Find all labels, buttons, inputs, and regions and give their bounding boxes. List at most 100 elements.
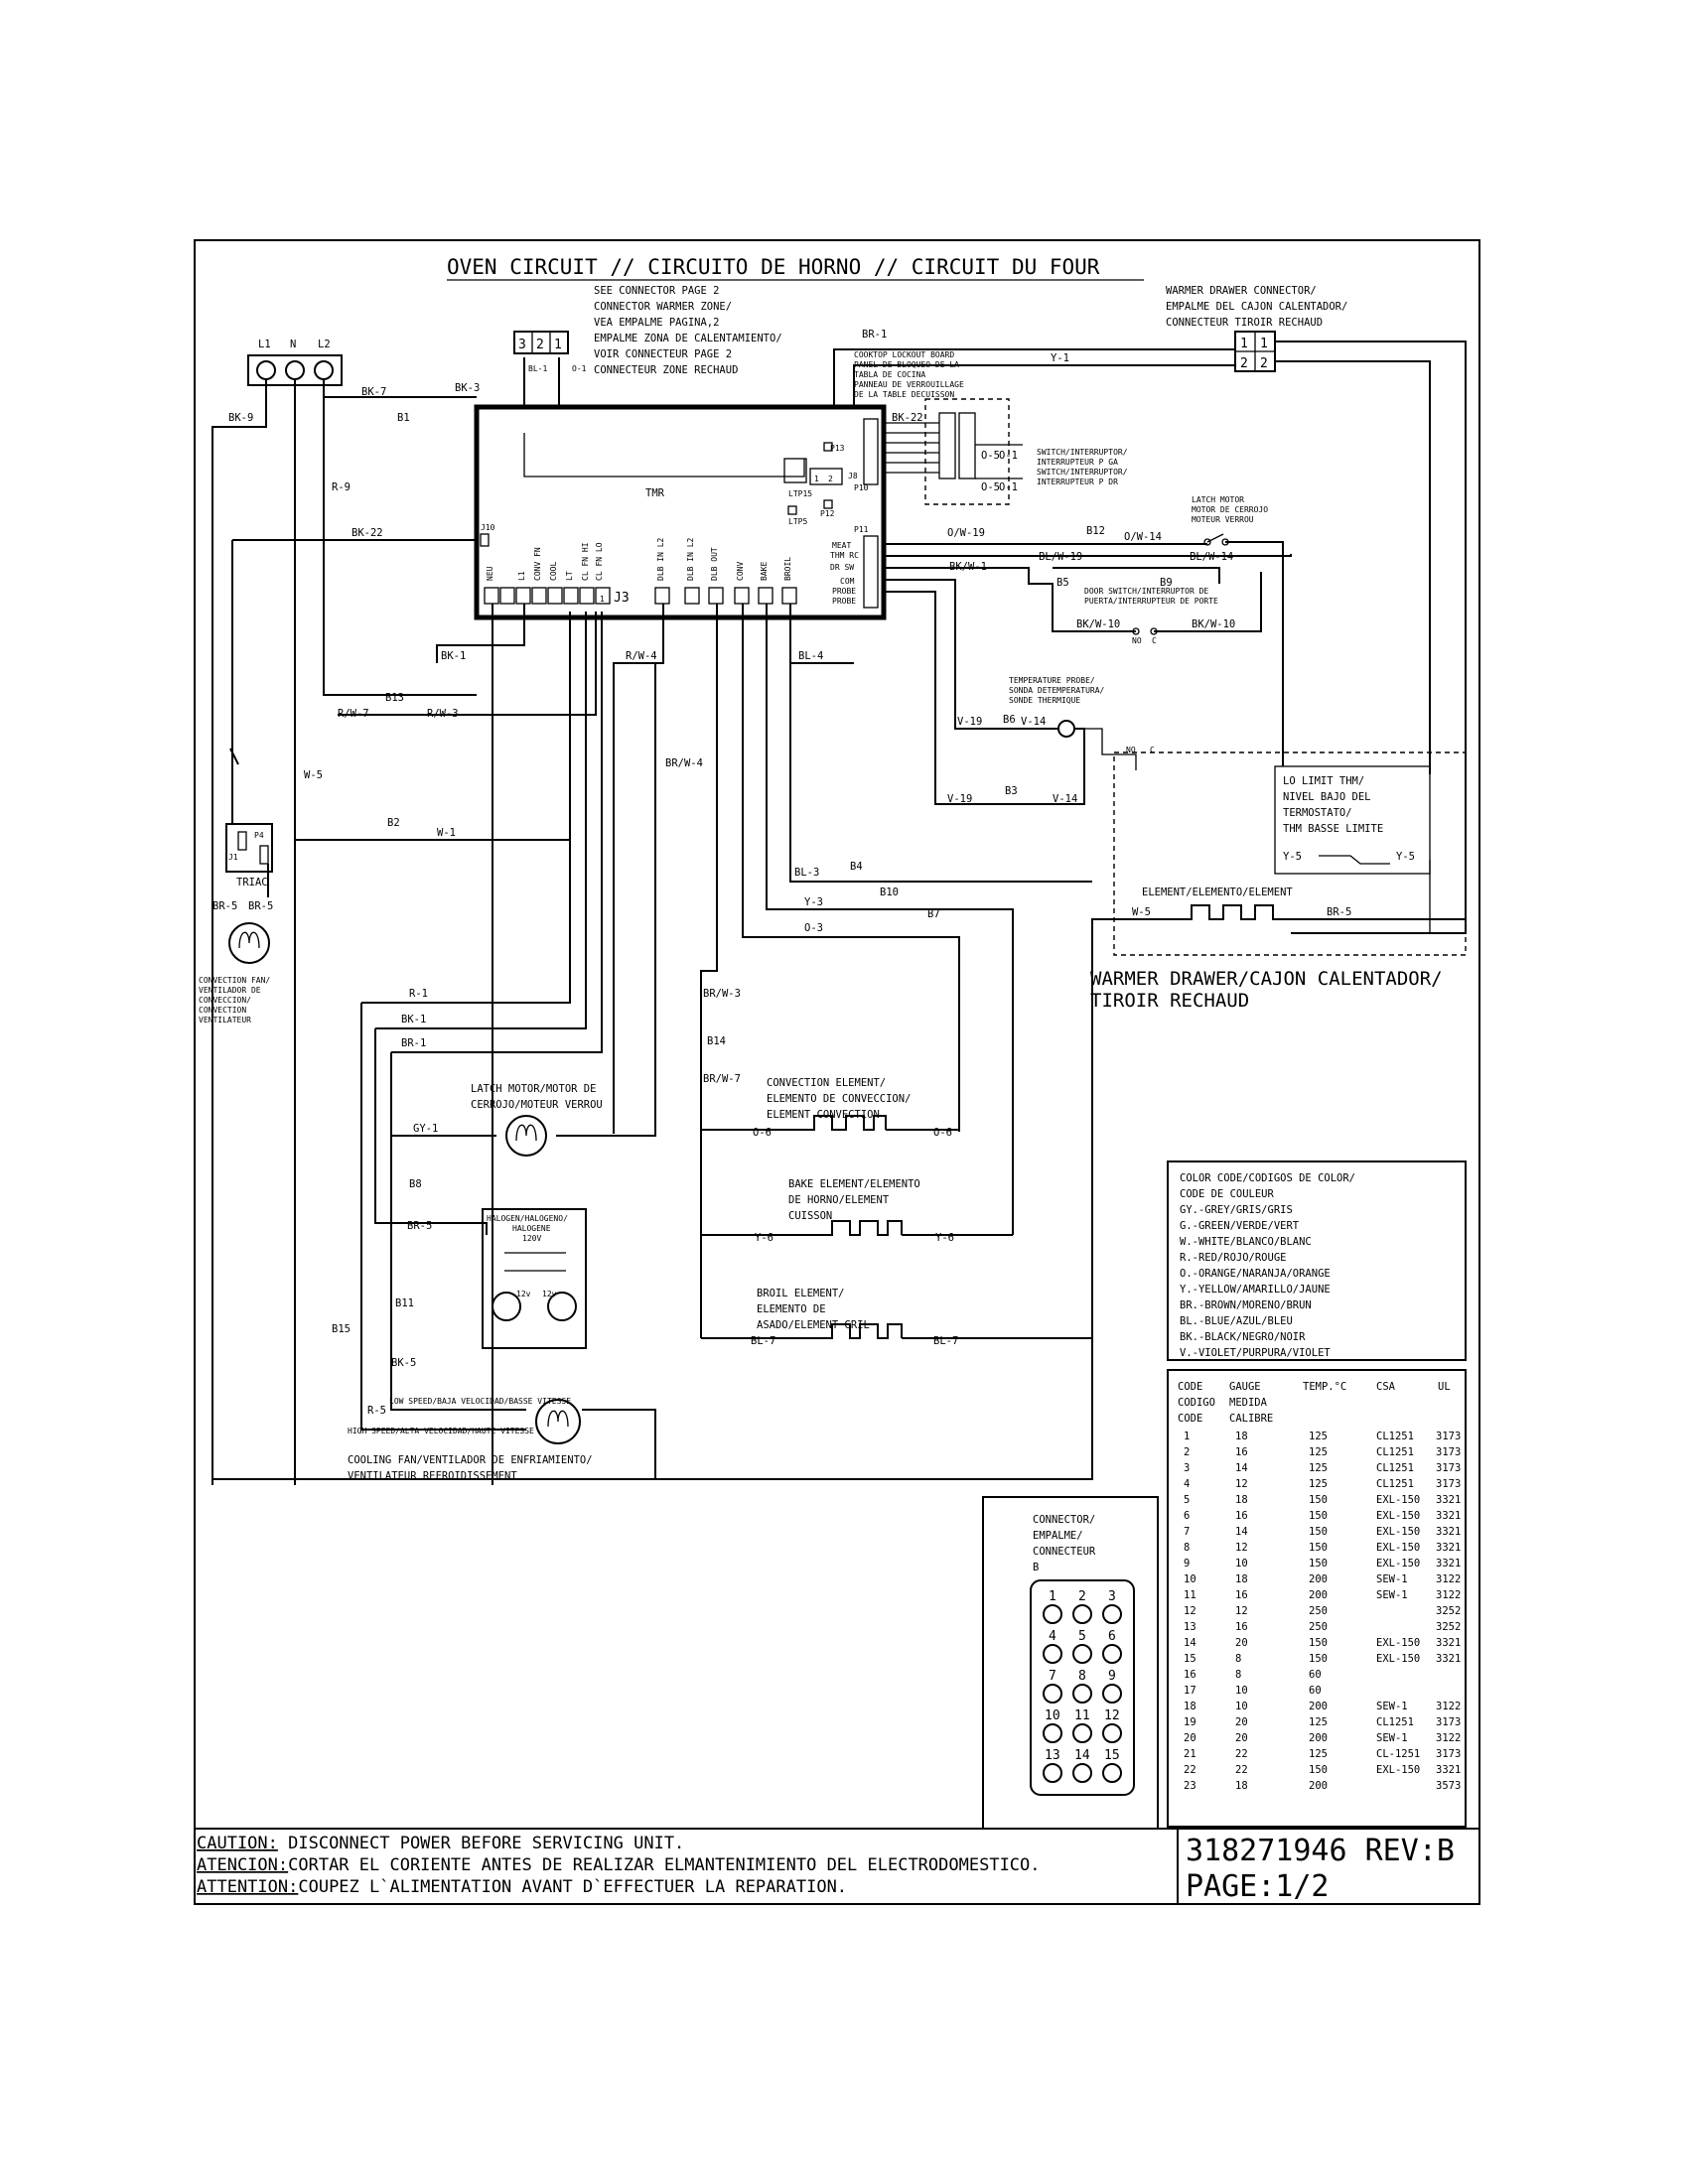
wire-br1-top — [833, 348, 1235, 407]
lockout-p1 — [958, 412, 976, 479]
wire-bkw10 — [1154, 572, 1262, 632]
gauge-table: CODE GAUGE TEMP.°C CSA UL CODIGO MEDIDA … — [1167, 1369, 1467, 1828]
table-cell: 10 — [1235, 1701, 1248, 1712]
convection-fan-label: CONVECCION/ — [199, 996, 251, 1005]
wire-y3 — [766, 604, 1014, 1235]
wire-label: V-14 — [1021, 716, 1046, 728]
motor-symbol — [238, 931, 260, 949]
cooling-fan-label: VENTILATEUR REFROIDISSEMENT — [348, 1470, 517, 1482]
wire-label: B6 — [1003, 714, 1016, 726]
caution-label: ATENCION: — [197, 1855, 288, 1875]
table-cell: 1 — [1184, 1431, 1190, 1442]
table-cell: 17 — [1184, 1685, 1196, 1697]
wire-o5: O-5 — [981, 481, 1000, 493]
wire-label: R/W-7 — [338, 708, 369, 720]
transformer-coil — [504, 1252, 566, 1272]
pin-number: 15 — [1104, 1748, 1120, 1763]
table-cell: EXL-150 — [1376, 1526, 1420, 1538]
connector-pin — [1043, 1723, 1062, 1743]
pin-number: 1 — [1049, 1589, 1056, 1604]
table-cell: 9 — [1184, 1558, 1190, 1570]
table-cell: 10 — [1235, 1558, 1248, 1570]
no-label: NO — [1126, 746, 1136, 754]
color-entry: V.-VIOLET/PURPURA/VIOLET — [1180, 1347, 1331, 1359]
color-entry: O.-ORANGE/NARANJA/ORANGE — [1180, 1268, 1331, 1280]
table-cell: 150 — [1309, 1558, 1328, 1570]
table-cell: 3173 — [1436, 1431, 1461, 1442]
bake-element-label: CUISSON — [788, 1210, 832, 1222]
wire-rw4 — [613, 604, 664, 1134]
pin-number: 5 — [1078, 1629, 1086, 1644]
cooktop-switches: SWITCH/INTERRUPTOR/ INTERRUPTEUR P GA SW… — [981, 448, 1128, 493]
pin-name-ltp5: LTP5 — [788, 517, 807, 526]
lamp-voltage: 12v — [542, 1290, 557, 1298]
connector-pin — [1072, 1723, 1092, 1743]
wire-probe-return — [1074, 728, 1137, 770]
lockout-dashed-box — [924, 398, 1010, 505]
color-entry: G.-GREEN/VERDE/VERT — [1180, 1220, 1300, 1232]
wire-label: BL-4 — [798, 650, 823, 662]
wire-label: B12 — [1086, 525, 1105, 537]
connector-pin — [1102, 1604, 1122, 1624]
color-code-table: COLOR CODE/CODIGOS DE COLOR/ CODE DE COU… — [1167, 1160, 1467, 1361]
table-cell: CL1251 — [1376, 1446, 1414, 1458]
table-header: CALIBRE — [1229, 1413, 1273, 1425]
wire-w5 — [212, 918, 1170, 1480]
part-number: 318271946 REV:B — [1186, 1834, 1455, 1868]
wire-label: B14 — [707, 1035, 726, 1047]
table-cell: 3573 — [1436, 1780, 1461, 1792]
wire-label: Y-6 — [935, 1232, 954, 1244]
table-cell: CL1251 — [1376, 1462, 1414, 1474]
table-cell: 200 — [1309, 1573, 1328, 1585]
probe-label: TEMPERATURE PROBE/ — [1009, 676, 1095, 685]
connector-b-label: EMPALME/ — [1033, 1530, 1083, 1542]
page-frame — [194, 239, 1480, 1905]
lamp-voltage: 12v — [516, 1290, 531, 1298]
door-switch-label: PUERTA/INTERRUPTEUR DE PORTE — [1084, 597, 1218, 606]
pin-name-j8: J8 — [848, 472, 858, 480]
wire-label: W-1 — [437, 827, 456, 839]
pin-name-probe: PROBE — [832, 597, 856, 606]
triac-box — [225, 823, 273, 873]
table-cell: 4 — [1184, 1478, 1190, 1490]
wire-label: Y-3 — [804, 896, 823, 908]
caution-label: CAUTION: — [197, 1834, 278, 1853]
table-cell: EXL-150 — [1376, 1494, 1420, 1506]
wire-label: V-14 — [1053, 793, 1077, 805]
table-cell: 19 — [1184, 1716, 1196, 1728]
warmer-drawer-area: NO C LO LIMIT THM/ NIVEL BAJO DEL TERMOS… — [1113, 746, 1467, 956]
switch-label: SWITCH/INTERRUPTOR/ — [1037, 448, 1128, 457]
pin-name-p10: P10 — [854, 483, 869, 492]
table-cell: 125 — [1309, 1431, 1328, 1442]
wire-label: BK-22 — [352, 527, 383, 539]
pin-1b: 1 — [1260, 337, 1268, 351]
board-pin — [515, 587, 531, 605]
cooling-fan: LOW SPEED/BAJA VELOCIDAD/BASSE VITESSE H… — [348, 1397, 593, 1482]
pin-number: 4 — [1049, 1629, 1056, 1644]
wire-label: BK-7 — [361, 386, 386, 398]
latch-motor-right: LATCH MOTOR MOTOR DE CERROJO MOTEUR VERR… — [1192, 495, 1268, 546]
table-cell: EXL-150 — [1376, 1542, 1420, 1554]
latch-motor-label: CERROJO/MOTEUR VERROU — [471, 1099, 603, 1111]
connector-b-label: CONNECTEUR — [1033, 1546, 1096, 1558]
convection-fan-label: CONVECTION FAN/ — [199, 976, 270, 985]
terminal-l1-label: L1 — [258, 339, 271, 350]
wire-label: R/W-3 — [427, 708, 459, 720]
table-cell: 3122 — [1436, 1589, 1461, 1601]
wire-br5: BR-5 — [248, 900, 273, 912]
table-header: GAUGE — [1229, 1381, 1261, 1393]
convection-element-label: CONVECTION ELEMENT/ — [767, 1077, 886, 1089]
pin-number: 13 — [1045, 1748, 1060, 1763]
warmer-drawer-label: WARMER DRAWER/CAJON CALENTADOR/ — [1090, 968, 1443, 990]
table-header: MEDIDA — [1229, 1397, 1268, 1409]
connector-pin — [1072, 1684, 1092, 1704]
table-cell: 3173 — [1436, 1716, 1461, 1728]
table-cell: 150 — [1309, 1510, 1328, 1522]
wire-label: BK/W-1 — [949, 561, 987, 573]
wire-label: O-6 — [933, 1127, 952, 1139]
table-cell: 3321 — [1436, 1510, 1461, 1522]
table-cell: 60 — [1309, 1669, 1322, 1681]
connector-pin — [1043, 1644, 1062, 1664]
table-cell: 20 — [1235, 1637, 1248, 1649]
wire-warmer-br — [1275, 341, 1467, 934]
